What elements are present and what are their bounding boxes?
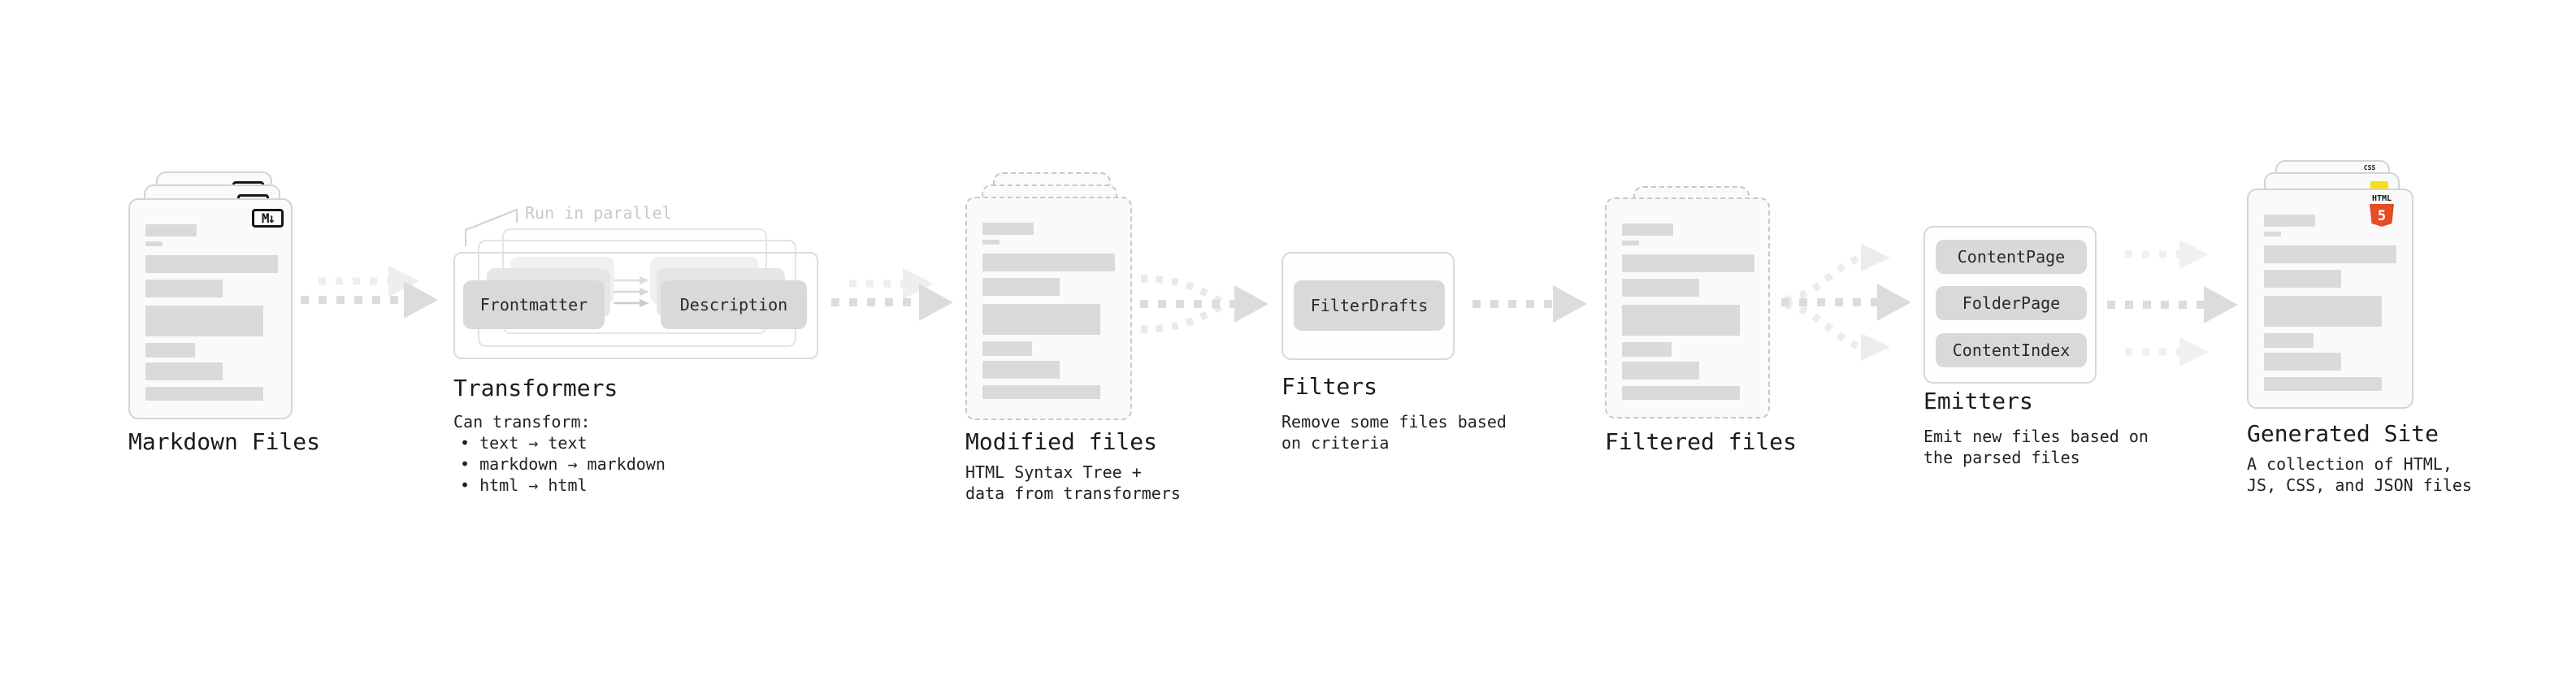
text-line-bar <box>1622 386 1740 400</box>
text-line-bar <box>1622 305 1740 336</box>
stage-label-filtered-files: Filtered files <box>1605 428 1798 455</box>
text-line-bar <box>2264 296 2382 327</box>
text-line-bar <box>145 241 163 246</box>
arrow-modified-to-filters <box>1140 275 1268 333</box>
text-line-bar <box>982 240 1000 245</box>
transformer-box-description: Description <box>661 280 807 329</box>
svg-text:5: 5 <box>2378 208 2386 224</box>
emitter-box-contentpage: ContentPage <box>1936 240 2087 274</box>
text-line-bar <box>145 343 195 358</box>
text-line-bar <box>982 341 1032 356</box>
stage-desc-generated-site: A collection of HTML, JS, CSS, and JSON … <box>2247 454 2472 495</box>
text-line-bar <box>1622 223 1673 236</box>
stage-desc-emitters: Emit new files based on the parsed files <box>1923 427 2149 467</box>
text-line-bar <box>982 254 1115 271</box>
emitter-box-contentindex: ContentIndex <box>1936 333 2087 367</box>
modified-file-card <box>965 197 1132 420</box>
arrow-filtered-to-emitters <box>1781 244 1911 361</box>
arrow-filters-to-filtered <box>1472 285 1587 323</box>
text-line-bar <box>982 223 1034 235</box>
stage-desc-modified-files: HTML Syntax Tree + data from transformer… <box>965 462 1181 503</box>
stage-label-emitters: Emitters <box>1923 388 2033 414</box>
text-line-bar <box>1622 342 1672 357</box>
text-line-bar <box>982 278 1060 296</box>
text-line-bar <box>2264 270 2341 288</box>
text-line-bar <box>982 385 1100 399</box>
arrow-emitters-to-generated <box>2107 240 2238 367</box>
stage-desc-filters: Remove some files based on criteria <box>1281 412 1507 453</box>
transform-bullet: • text → text <box>460 433 588 453</box>
emitter-box-folderpage: FolderPage <box>1936 286 2087 320</box>
text-line-bar <box>145 280 223 297</box>
stage-label-modified-files: Modified files <box>965 428 1158 455</box>
text-line-bar <box>1622 362 1699 380</box>
text-line-bar <box>1622 241 1639 245</box>
text-line-bar <box>2264 245 2396 263</box>
svg-text:HTML: HTML <box>2372 194 2392 203</box>
run-in-parallel-note: Run in parallel <box>525 203 672 223</box>
stage-label-generated-site: Generated Site <box>2247 420 2439 447</box>
filter-box-filterdrafts: FilterDrafts <box>1294 280 1445 331</box>
text-line-bar <box>2264 333 2314 348</box>
arrow-markdown-to-transformers <box>301 266 438 319</box>
stage-label-markdown-files: Markdown Files <box>128 428 321 455</box>
filters-container: FilterDrafts <box>1281 252 1455 360</box>
text-line-bar <box>145 362 223 380</box>
text-line-bar <box>145 387 263 401</box>
markdown-file-card: M↓ <box>128 198 293 419</box>
text-line-bar <box>145 306 263 336</box>
stage-desc-transformers: Can transform: <box>453 412 591 432</box>
arrow-transformers-to-modified <box>831 268 953 321</box>
text-line-bar <box>2264 353 2341 371</box>
filtered-file-card <box>1605 197 1770 419</box>
transformer-layer-front: Frontmatter Description <box>453 252 818 359</box>
transform-bullet: • markdown → markdown <box>460 454 666 474</box>
transform-bullet-list: • text → text • markdown → markdown • ht… <box>460 432 666 496</box>
text-line-bar <box>982 361 1060 379</box>
text-line-bar <box>1622 279 1699 297</box>
generated-file-card-html: HTML 5 <box>2247 189 2413 409</box>
emitters-container: ContentPage FolderPage ContentIndex <box>1923 226 2097 384</box>
text-line-bar <box>2264 215 2315 227</box>
transform-bullet: • html → html <box>460 475 588 495</box>
text-line-bar <box>2264 232 2281 236</box>
markdown-icon: M↓ <box>252 209 284 228</box>
stage-label-filters: Filters <box>1281 373 1378 400</box>
stage-label-transformers: Transformers <box>453 375 618 401</box>
text-line-bar <box>1622 254 1754 272</box>
transformer-box-frontmatter: Frontmatter <box>463 280 605 329</box>
html5-icon: HTML 5 <box>2370 194 2394 227</box>
text-line-bar <box>145 255 278 273</box>
text-line-bar <box>982 304 1100 335</box>
text-line-bar <box>145 224 197 236</box>
text-line-bar <box>2264 377 2382 391</box>
